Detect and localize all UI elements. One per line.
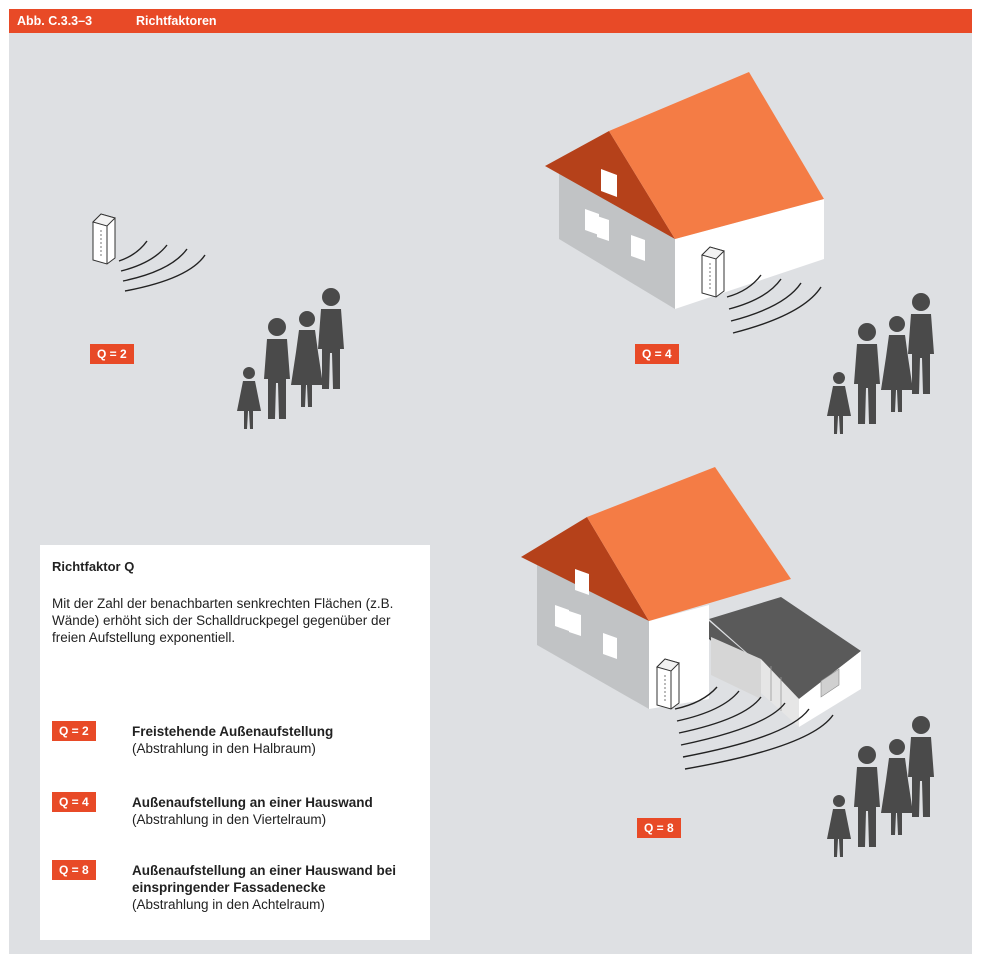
house-icon bbox=[545, 72, 824, 309]
q-badge-scene-2: Q = 4 bbox=[635, 344, 679, 364]
legend-item-title: Freistehende Außenaufstellung bbox=[132, 724, 334, 739]
sound-waves-icon bbox=[726, 274, 822, 334]
legend-item-title: Außenaufstellung an einer Hauswand bei e… bbox=[132, 863, 397, 895]
q-badge-scene-3: Q = 8 bbox=[637, 818, 681, 838]
legend-item: Q = 4 Außenaufstellung an einer Hauswand… bbox=[52, 792, 373, 827]
outdoor-unit-icon bbox=[701, 246, 725, 298]
legend-item-detail: (Abstrahlung in den Achtelraum) bbox=[132, 897, 325, 912]
legend-item-detail: (Abstrahlung in den Viertelraum) bbox=[132, 812, 327, 827]
figure-header: Abb. C.3.3–3 Richtfaktoren bbox=[9, 9, 972, 33]
legend-q-badge: Q = 4 bbox=[52, 792, 96, 812]
scene-q8 bbox=[521, 467, 934, 857]
family-icon bbox=[827, 293, 934, 434]
house-with-garage-icon bbox=[521, 467, 861, 727]
figure-frame: Abb. C.3.3–3 Richtfaktoren bbox=[9, 9, 972, 954]
scene-q4 bbox=[545, 72, 934, 434]
sound-waves-icon bbox=[118, 240, 206, 292]
legend-box: Richtfaktor Q Mit der Zahl der benachbar… bbox=[40, 545, 430, 940]
legend-q-badge: Q = 8 bbox=[52, 860, 96, 880]
legend-item: Q = 2 Freistehende Außenaufstellung (Abs… bbox=[52, 721, 333, 756]
illustration bbox=[92, 72, 972, 954]
legend-item-title: Außenaufstellung an einer Hauswand bbox=[132, 795, 373, 810]
outdoor-unit-icon bbox=[656, 658, 680, 710]
family-icon bbox=[237, 288, 344, 429]
family-icon bbox=[827, 716, 934, 857]
legend-item: Q = 8 Außenaufstellung an einer Hauswand… bbox=[52, 860, 396, 912]
legend-title: Richtfaktor Q bbox=[52, 559, 135, 574]
sound-waves-icon bbox=[674, 686, 834, 770]
figure-title: Richtfaktoren bbox=[136, 14, 217, 28]
figure-number: Abb. C.3.3–3 bbox=[17, 14, 93, 28]
scene-q2 bbox=[92, 213, 344, 429]
legend-item-detail: (Abstrahlung in den Halbraum) bbox=[132, 741, 316, 756]
legend-description: Mit der Zahl der benachbarten senkrechte… bbox=[52, 596, 394, 645]
q-badge-scene-1: Q = 2 bbox=[90, 344, 134, 364]
outdoor-unit-icon bbox=[92, 213, 116, 265]
legend-q-badge: Q = 2 bbox=[52, 721, 96, 741]
